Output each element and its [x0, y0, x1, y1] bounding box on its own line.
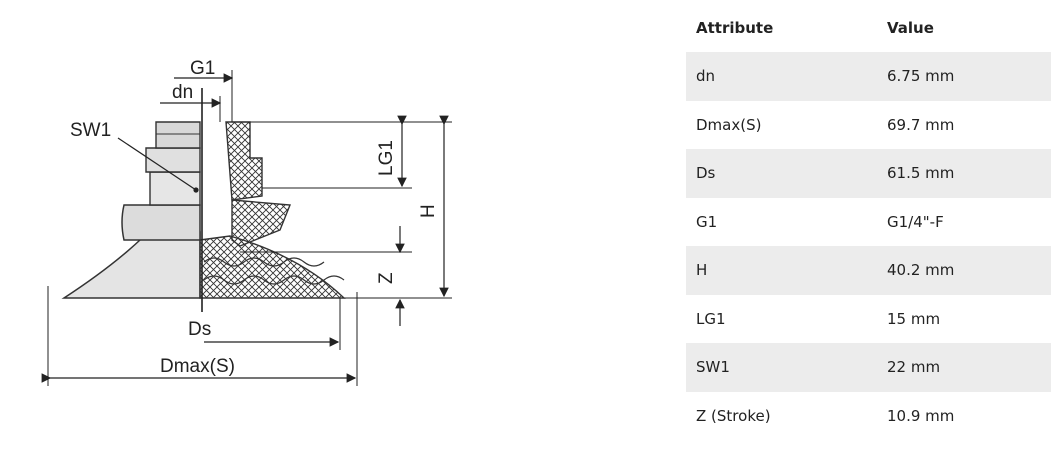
dn-label: dn — [172, 82, 193, 103]
cup-bellow-left — [61, 231, 201, 299]
sw1-leader-line — [117, 137, 197, 191]
suction-cup-technical-drawing: G1 dn SW1 LG1 H Z Ds Dmax(S) — [41, 58, 452, 386]
table-row: Ds 61.5 mm — [686, 149, 1051, 198]
z-label: Z — [376, 272, 397, 284]
table-row: SW1 22 mm — [686, 343, 1051, 392]
value-cell: 10.9 mm — [877, 391, 1051, 440]
table-row: Z (Stroke) 10.9 mm — [686, 391, 1051, 440]
value-cell: 15 mm — [877, 294, 1051, 343]
attribute-table: Attribute Value dn 6.75 mm Dmax(S) 69.7 … — [686, 4, 1051, 440]
cup-section-right — [199, 235, 346, 299]
value-cell: 40.2 mm — [877, 246, 1051, 295]
cup-lip-wave — [203, 257, 325, 267]
attribute-cell: LG1 — [686, 294, 877, 343]
fitting-section — [225, 121, 263, 201]
cup-section-core — [231, 199, 292, 247]
value-cell: 22 mm — [877, 343, 1051, 392]
attribute-cell: H — [686, 246, 877, 295]
dmax-label: Dmax(S) — [160, 356, 235, 377]
sw1-label: SW1 — [70, 120, 111, 141]
value-cell: G1/4"-F — [877, 197, 1051, 246]
attribute-cell: G1 — [686, 197, 877, 246]
value-cell: 69.7 mm — [877, 100, 1051, 149]
lg1-label: LG1 — [376, 140, 397, 176]
value-column-header: Value — [877, 4, 1051, 52]
sw1-leader-dot — [193, 187, 199, 193]
ds-label: Ds — [188, 319, 211, 340]
attribute-cell: Dmax(S) — [686, 100, 877, 149]
table-row: dn 6.75 mm — [686, 52, 1051, 101]
table-row: Dmax(S) 69.7 mm — [686, 100, 1051, 149]
attribute-column-header: Attribute — [686, 4, 877, 52]
value-cell: 61.5 mm — [877, 149, 1051, 198]
attribute-cell: SW1 — [686, 343, 877, 392]
attribute-cell: Ds — [686, 149, 877, 198]
attribute-cell: dn — [686, 52, 877, 101]
table-row: LG1 15 mm — [686, 294, 1051, 343]
hex-nut-sw1 — [155, 121, 201, 149]
h-label: H — [418, 204, 439, 218]
cup-lip-wave-2 — [203, 275, 345, 285]
table-row: H 40.2 mm — [686, 246, 1051, 295]
table-row: G1 G1/4"-F — [686, 197, 1051, 246]
suction-cup-drawing-svg: G1 dn SW1 LG1 H Z Ds Dmax(S) — [41, 58, 452, 386]
cup-neck — [149, 171, 201, 206]
table-header-row: Attribute Value — [686, 4, 1051, 52]
value-cell: 6.75 mm — [877, 52, 1051, 101]
attribute-cell: Z (Stroke) — [686, 391, 877, 440]
thread-ring — [145, 147, 201, 173]
g1-label: G1 — [190, 58, 215, 79]
cup-collar — [121, 204, 201, 241]
